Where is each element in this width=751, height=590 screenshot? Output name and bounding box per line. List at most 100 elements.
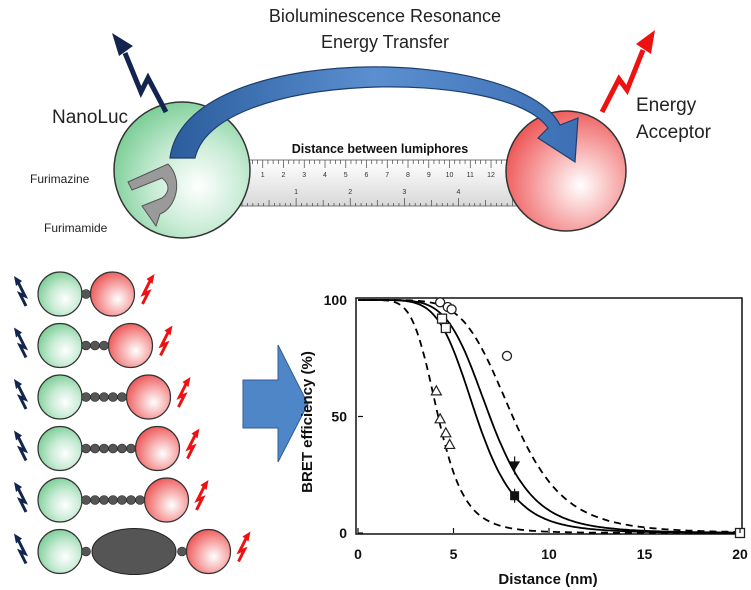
donor-sphere xyxy=(37,322,83,369)
linker-bead xyxy=(135,495,145,505)
donor-sphere xyxy=(37,477,83,523)
energy-transfer-arrow xyxy=(169,66,579,164)
donor-sphere xyxy=(37,271,83,317)
donor-emission-icon xyxy=(14,430,29,462)
distance-ruler: 1234567891011121312345 Distance between … xyxy=(239,142,521,207)
x-tick-label: 15 xyxy=(637,546,653,562)
ruler-top-tick-label: 8 xyxy=(406,172,410,179)
axis-ticks: 0 5 10 15 20 0 50 100 xyxy=(324,292,748,562)
x-tick-label: 5 xyxy=(450,546,458,562)
ruler-top-tick-label: 7 xyxy=(385,172,389,179)
ruler-bottom-tick-label: 3 xyxy=(402,189,406,196)
linker-bead xyxy=(99,392,109,402)
ruler-top-tick-label: 3 xyxy=(302,172,306,179)
linker-bead xyxy=(177,546,187,557)
acceptor-emission-icon xyxy=(176,377,191,408)
linker-bead xyxy=(81,495,91,505)
acceptor-sphere-small xyxy=(143,477,190,523)
ruler-bottom-tick-label: 1 xyxy=(294,189,298,196)
linker-bead xyxy=(99,443,109,454)
linker-bead xyxy=(90,392,100,402)
point-open-square xyxy=(436,313,448,324)
donor-emission-icon xyxy=(14,276,29,307)
point-open-triangle xyxy=(439,426,452,438)
linker-constructs xyxy=(14,271,251,575)
donor-sphere xyxy=(37,374,83,420)
y-tick-label: 0 xyxy=(339,525,347,541)
donor-sphere xyxy=(37,425,83,472)
point-filled-triangle xyxy=(509,461,521,471)
point-open-triangle xyxy=(443,438,456,450)
spacer-protein xyxy=(91,528,177,575)
acceptor-sphere-small xyxy=(125,374,172,420)
point-open-triangle xyxy=(434,412,447,424)
title-line-1: Bioluminescence Resonance xyxy=(269,6,501,26)
product-label: Furimamide xyxy=(44,221,108,235)
linker-bead xyxy=(117,392,127,402)
acceptor-sphere-small xyxy=(107,322,154,369)
point-filled-square xyxy=(510,491,520,501)
ruler-top-tick-label: 10 xyxy=(446,172,454,179)
ruler-top-tick-label: 11 xyxy=(467,172,474,179)
acceptor-label-line-2: Acceptor xyxy=(636,122,712,143)
point-open-circle xyxy=(434,297,446,308)
acceptor-label-line-1: Energy xyxy=(636,95,697,116)
linker-bead xyxy=(99,495,109,505)
x-tick-label: 20 xyxy=(732,546,748,562)
fit-curves xyxy=(358,299,741,534)
ruler-top-tick-label: 1 xyxy=(261,172,265,179)
acceptor-emission-icon xyxy=(185,428,200,460)
x-tick-label: 10 xyxy=(541,546,557,562)
linker-bead xyxy=(81,392,91,402)
acceptor-sphere-small xyxy=(134,425,181,472)
linker-bead xyxy=(126,495,136,505)
donor-label: NanoLuc xyxy=(52,107,128,128)
ruler-top-tick-label: 12 xyxy=(487,172,495,179)
acceptor-sphere xyxy=(505,110,627,232)
fit-curve-dashed xyxy=(358,299,741,533)
linker-bead xyxy=(81,443,91,454)
ruler-top-tick-label: 4 xyxy=(323,172,327,179)
acceptor-emission-icon xyxy=(236,531,251,563)
data-points xyxy=(430,297,746,539)
construct-row xyxy=(14,528,251,575)
chart-frame xyxy=(355,297,743,535)
ruler-label: Distance between lumiphores xyxy=(292,142,468,156)
linker-bead xyxy=(108,495,118,505)
acceptor-emission-icon xyxy=(158,325,173,357)
acceptor-emission-icon xyxy=(599,30,655,114)
acceptor-sphere-small xyxy=(89,271,136,317)
acceptor-emission-icon xyxy=(194,480,209,511)
ruler-bottom-tick-label: 4 xyxy=(457,189,461,196)
title-line-2: Energy Transfer xyxy=(321,32,449,52)
point-open-triangle xyxy=(430,384,443,396)
construct-row xyxy=(14,322,173,369)
linker-bead xyxy=(81,340,91,351)
ruler-top-tick-label: 6 xyxy=(365,172,369,179)
construct-row xyxy=(14,425,200,472)
fit-curve-solid xyxy=(358,299,740,534)
linker-bead xyxy=(90,495,100,505)
construct-row xyxy=(14,374,191,420)
y-tick-label: 50 xyxy=(331,409,347,425)
linker-bead xyxy=(108,392,118,402)
substrate-label: Furimazine xyxy=(30,172,90,186)
point-open-circle xyxy=(501,350,513,362)
result-arrow xyxy=(242,344,309,463)
ruler-top-tick-label: 9 xyxy=(427,172,431,179)
linker-bead xyxy=(117,443,127,454)
linker-bead xyxy=(81,289,91,299)
donor-emission-icon xyxy=(112,33,169,114)
substrate-conversion-arrow xyxy=(127,163,178,228)
point-open-circle xyxy=(446,304,457,315)
linker-bead xyxy=(90,443,100,454)
y-tick-label: 100 xyxy=(324,292,348,308)
linker-bead xyxy=(99,340,109,351)
donor-emission-icon xyxy=(14,379,29,410)
linker-bead xyxy=(81,546,91,557)
y-axis-label: BRET efficiency (%) xyxy=(299,351,316,493)
acceptor-emission-icon xyxy=(140,274,155,305)
x-tick-label: 0 xyxy=(354,546,362,562)
